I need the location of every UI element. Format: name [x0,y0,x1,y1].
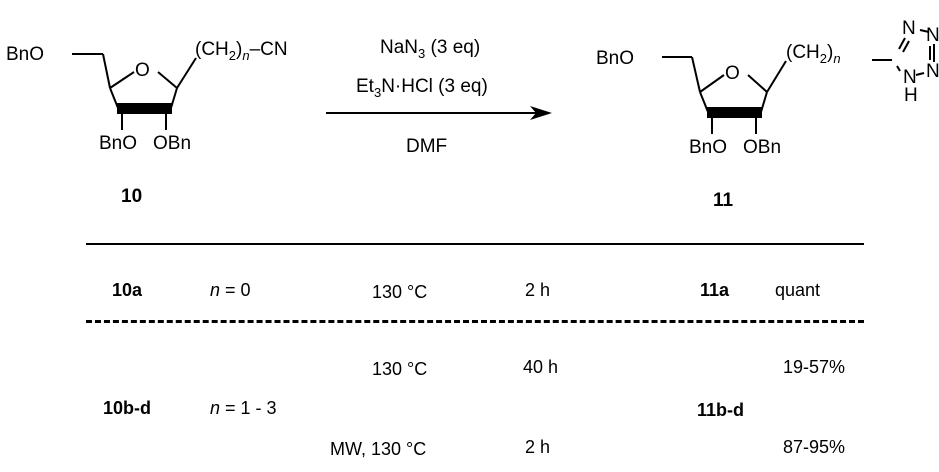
row1-substrate: 10a [112,280,143,300]
product-wedge-bond [707,107,762,118]
row1-product: 11a [700,280,730,300]
reactant-ring-oxygen: O [135,60,150,81]
row2a-temperature: 130 °C [372,359,428,379]
reactant-side-chain: (CH2)n–CN [195,39,288,63]
reactant-furanose-ring [72,53,197,130]
bond-o-c1 [747,74,768,93]
product-side-chain: (CH2)n [786,42,841,66]
row1-temperature: 130 °C [372,282,428,302]
row2-n-condition: n = 1 - 3 [210,398,277,418]
reactant-compound-label: 10 [121,186,143,207]
product-furanose-ring [662,56,892,134]
row2a-time: 40 h [523,357,559,377]
bond-ch2-c4 [691,56,701,93]
bond-c4-c3 [109,87,119,109]
bond-c4-o [109,71,135,89]
table-top-rule [86,243,864,245]
row1-n-condition: n = 0 [210,280,251,300]
bond-ch2-c4 [102,53,111,89]
tetrazole-n1: N [903,67,917,88]
bond-c1-side [176,57,197,89]
product-compound-label: 11 [713,190,734,211]
reaction-arrow [326,106,552,120]
bond-c4-o [699,74,725,93]
row2-product: 11b-d [697,400,745,420]
row2b-temperature: MW, 130 °C [330,439,427,459]
table-dashed-separator [86,320,864,323]
tetrazole-n4: N [902,18,916,39]
bond-c4-c3 [699,91,709,113]
tetrazole-n3: N [926,25,939,46]
reactant-wedge-bond [117,103,172,114]
row2b-yield: 87-95% [783,437,846,457]
row2-substrate: 10b-d [103,398,152,418]
bond-c5-n4 [898,37,906,50]
bond-n2-n1 [915,72,925,76]
bond-n4-n3 [919,29,930,33]
product-bno-left: BnO [689,137,728,158]
product-ring-oxygen: O [725,63,740,84]
row2b-time: 2 h [525,437,551,457]
condition-solvent: DMF [406,136,448,157]
row2a-yield: 19-57% [783,357,846,377]
reactant-bno-left: BnO [99,133,138,154]
row1-yield: quant [775,280,821,300]
tetrazole-n2: N [926,61,939,82]
reactant-bno-top: BnO [6,44,45,65]
condition-reagent-1: NaN3 (3 eq) [380,37,481,61]
bond-o-c1 [157,71,178,89]
product-obn-right: OBn [743,137,782,158]
tetrazole-h: H [904,85,918,106]
row1-time: 2 h [525,280,551,300]
product-bno-top: BnO [596,48,635,69]
reactant-obn-right: OBn [153,133,192,154]
bond-c1-side [766,60,787,93]
condition-reagent-2: Et3N·HCl (3 eq) [356,76,488,100]
tetrazole-ring [896,29,935,76]
bond-n1-c5 [896,65,901,72]
